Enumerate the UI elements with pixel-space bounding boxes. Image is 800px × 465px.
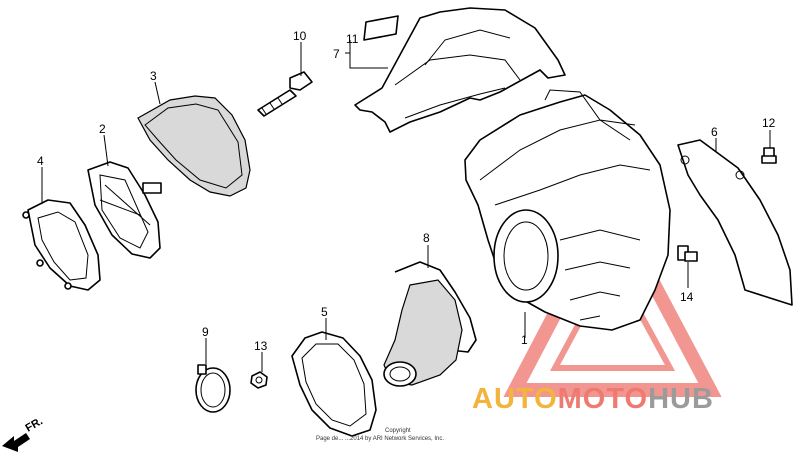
filter-cage-part <box>87 161 162 259</box>
air-duct-cover-part <box>354 7 566 133</box>
clamp-part <box>195 364 231 413</box>
air-filter-element-part <box>137 95 251 197</box>
copyright-line-1: Copyright <box>385 428 411 434</box>
watermark-part-auto: AUTO <box>472 383 558 415</box>
callout-10: 10 <box>293 29 307 43</box>
side-plate-part <box>677 139 793 306</box>
filter-holder-part <box>22 199 101 291</box>
bolt-14-part <box>677 245 698 262</box>
copyright-line-2: Page de... ...2014 by ARI Network Servic… <box>316 436 444 442</box>
watermark-brand: AUTOMOTOHUB <box>472 383 714 415</box>
callout-13: 13 <box>254 339 268 353</box>
callout-7: 7 <box>333 47 340 61</box>
direction-label: FR. <box>24 415 45 434</box>
callout-1: 1 <box>521 333 528 347</box>
callout-12: 12 <box>762 116 776 130</box>
callout-4: 4 <box>37 154 44 168</box>
air-box-housing-part <box>464 89 671 331</box>
callout-3: 3 <box>150 69 157 83</box>
bolt-12-part <box>761 147 777 164</box>
callout-9: 9 <box>202 325 209 339</box>
watermark-part-hub: HUB <box>648 383 714 415</box>
callout-11: 11 <box>346 32 359 46</box>
callout-5: 5 <box>321 305 328 319</box>
leader-lines <box>41 40 771 372</box>
callout-6: 6 <box>711 125 718 139</box>
nut-part <box>250 371 268 389</box>
callout-8: 8 <box>423 231 430 245</box>
callout-14: 14 <box>680 290 694 304</box>
gasket-part <box>291 331 377 437</box>
front-direction-arrow-icon <box>2 433 30 452</box>
wing-screw-part <box>257 71 313 117</box>
intake-boot-part <box>383 261 477 387</box>
callout-2: 2 <box>99 122 106 136</box>
watermark-part-moto: MOTO <box>558 383 648 415</box>
